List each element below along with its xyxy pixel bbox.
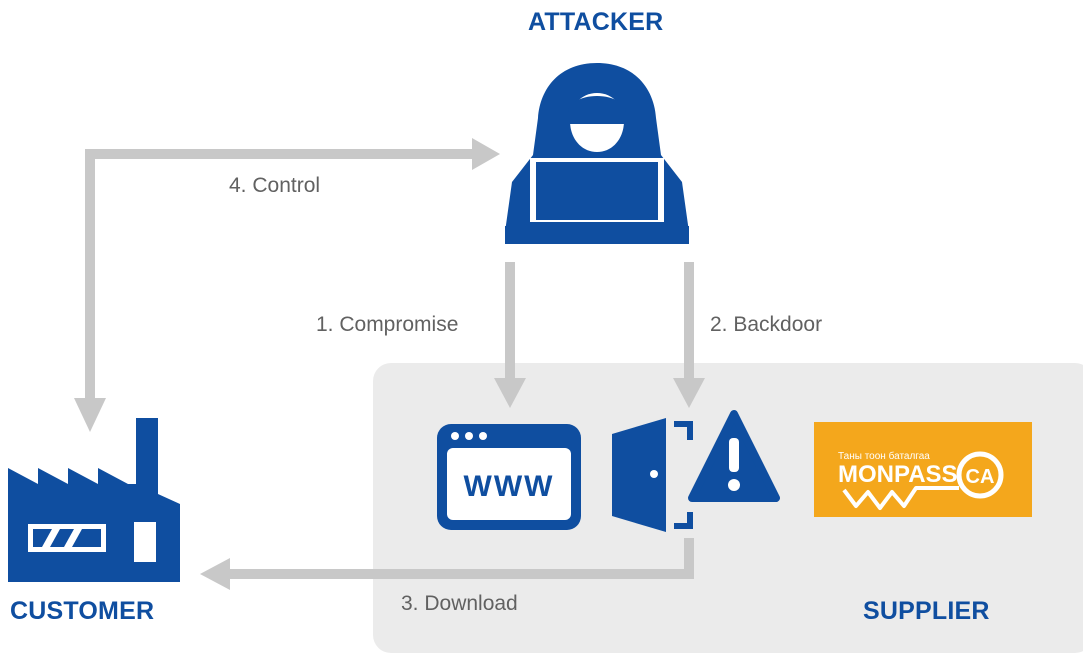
backdoor-arrow (673, 262, 705, 408)
download-arrow (200, 538, 694, 590)
door-warning-icon (612, 410, 780, 532)
step-compromise-label: 1. Compromise (316, 313, 459, 336)
monpass-ca-logo: Таны тоон баталгаа MONPASS CA (814, 422, 1032, 517)
svg-text:WWW: WWW (464, 470, 555, 503)
supplier-label: SUPPLIER (863, 597, 990, 625)
logo-suffix: CA (966, 466, 995, 488)
logo-brand: MONPASS (838, 461, 958, 488)
step-download-label: 3. Download (401, 592, 518, 615)
control-arrow (74, 138, 500, 432)
factory-icon (8, 418, 180, 582)
logo-tagline: Таны тоон баталгаа (838, 450, 930, 462)
browser-www-icon: WWW (437, 424, 581, 530)
attacker-label: ATTACKER (528, 8, 664, 36)
step-control-label: 4. Control (229, 174, 321, 197)
hooded-hacker-laptop-icon (505, 63, 689, 244)
compromise-arrow (494, 262, 526, 408)
step-backdoor-label: 2. Backdoor (710, 313, 823, 336)
monpass-logo-graphic: Таны тоон баталгаа MONPASS CA (814, 422, 1032, 517)
customer-label: CUSTOMER (10, 597, 155, 625)
